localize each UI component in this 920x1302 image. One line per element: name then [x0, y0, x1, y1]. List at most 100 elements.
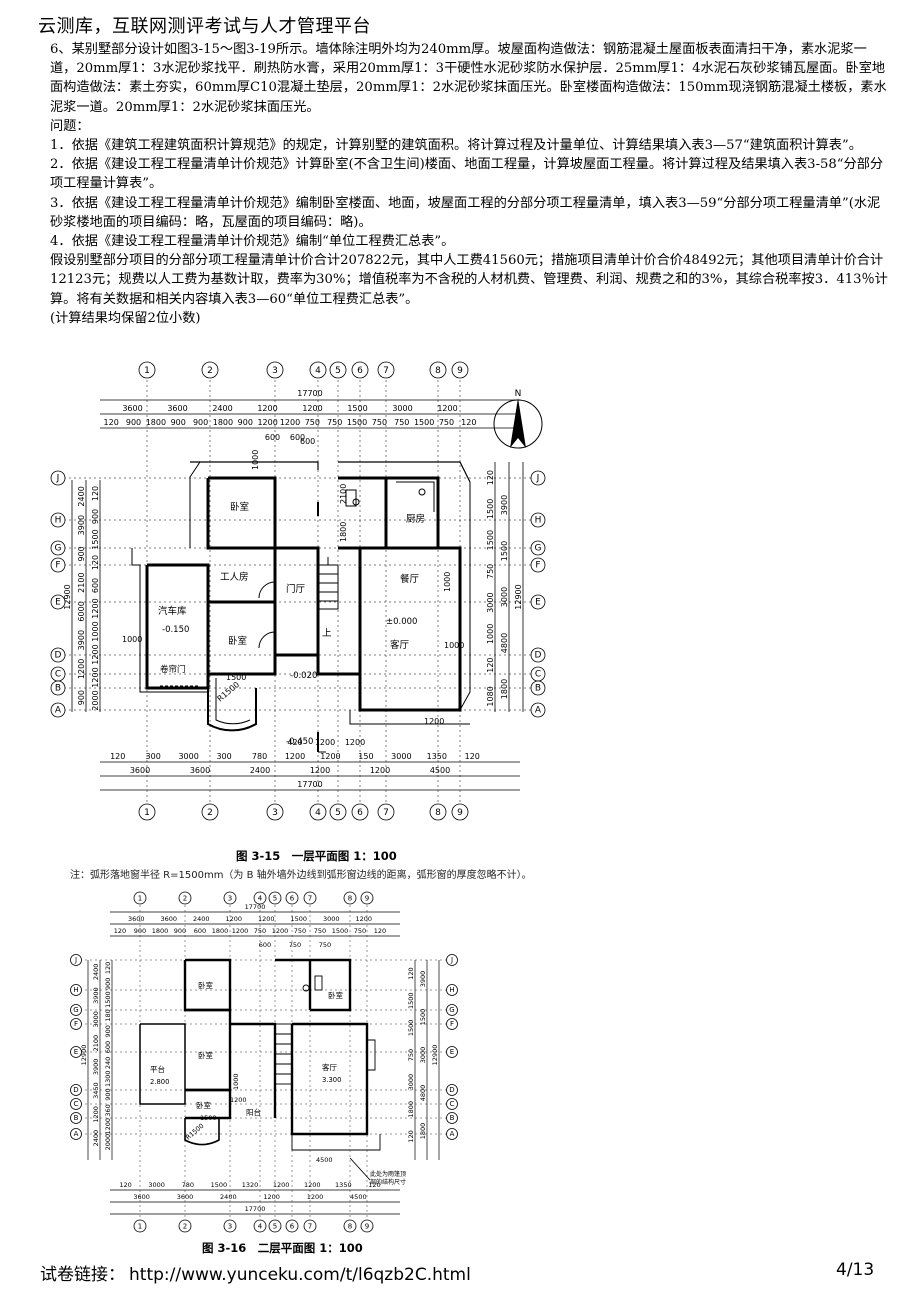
axis-right-label-marker — [530, 680, 546, 696]
dim-top-row2: 900 — [193, 418, 208, 427]
axis-right-label: J — [536, 474, 540, 484]
dim2-top-row1: 2400 — [193, 915, 210, 923]
axis-right-label-marker — [530, 594, 546, 610]
dim-top-row2: 750 — [327, 418, 342, 427]
dim2-right-inner: 120 — [407, 1130, 415, 1142]
annotation-line-2: 部的结构尺寸 — [370, 1178, 406, 1186]
question-assumption: 假设别墅部分项目的分部分项工程量清单计价合计207822元，其中人工费41560… — [50, 253, 888, 307]
dim2-top-row2: 1500 — [332, 927, 349, 935]
axis-right-label-marker — [530, 512, 546, 528]
axis-top-label-marker — [201, 361, 219, 379]
dim-text: 1000 — [251, 450, 260, 470]
dim-bottom-row1: 300 — [216, 752, 231, 761]
axis-top-label: 7 — [383, 366, 389, 376]
dim-right-inner: 120 — [486, 470, 495, 485]
dim-bottom-row2: 2400 — [250, 766, 270, 775]
dim-text: 1500 — [226, 673, 246, 682]
axis-top-label-marker — [309, 361, 327, 379]
dim-text: 1000 — [444, 641, 464, 650]
axis2-right-label-marker — [446, 1098, 458, 1110]
axis2-bottom-label-marker — [178, 1219, 192, 1233]
footer-exam-link[interactable]: 试卷链接：http://www.yunceku.com/t/l6qzb2C.ht… — [40, 1260, 471, 1285]
axis-left-label: F — [55, 561, 60, 571]
axis-right-label-marker — [530, 470, 546, 486]
dim-right-mid: 1800 — [500, 679, 509, 699]
axis2-right-label: F — [450, 1020, 454, 1028]
question-label: 问题： — [50, 118, 90, 134]
axis-bottom-label-marker — [429, 803, 447, 821]
axis2-right-label-marker — [446, 1004, 458, 1016]
axis2-left-label-marker — [70, 984, 82, 996]
axis-top-label-marker — [429, 361, 447, 379]
dim-left-inner: 1000 — [91, 621, 100, 641]
dim-top-row2: 1800 — [146, 418, 166, 427]
dim2-top-row2: 600 — [194, 927, 206, 935]
axis-top-label: 2 — [207, 366, 213, 376]
axis-bottom-label-marker — [377, 803, 395, 821]
dim2-right-inner: 1500 — [407, 1020, 415, 1037]
axis-left-label: A — [55, 706, 62, 716]
axis-top-label-marker — [451, 361, 469, 379]
axis2-left-label-marker — [70, 1004, 82, 1016]
level-outside: -0.450 — [286, 737, 313, 747]
dim-left-inner: 1200 — [91, 644, 100, 664]
axis2-left-label-marker — [70, 954, 82, 966]
dim-left-inner: 120 — [91, 555, 100, 570]
axis-right-label: D — [535, 651, 542, 661]
axis2-bottom-label-marker — [268, 1219, 282, 1233]
axis-left-label-marker — [50, 470, 66, 486]
axis-bottom-label-marker — [201, 803, 219, 821]
footer-link-url[interactable]: http://www.yunceku.com/t/l6qzb2C.html — [129, 1265, 471, 1285]
dim-text: 1000 — [443, 572, 452, 592]
axis2-bottom-label-marker — [360, 1219, 374, 1233]
stair-up-label: 上 — [322, 628, 332, 639]
axis2-bottom-label-marker — [253, 1219, 267, 1233]
level-main: ±0.000 — [386, 617, 417, 627]
room2-terrace: 平台 — [150, 1064, 165, 1074]
axis-right-label: C — [535, 670, 541, 680]
axis-right-label-marker — [530, 540, 546, 556]
question-item-3: 3．依据《建设工程工程量清单计价规范》编制卧室楼面、地面，坡屋面工程的分部分项工… — [50, 195, 881, 230]
dim2-top-row2: 900 — [174, 927, 186, 935]
room2-living: 客厅 — [322, 1062, 337, 1072]
page-header-title: 云测库，互联网测评考试与人才管理平台 — [38, 16, 371, 37]
axis2-bottom-label: 2 — [183, 1222, 187, 1230]
axis-bottom-label-marker — [138, 803, 156, 821]
dim-text: 4500 — [316, 1156, 333, 1164]
dim-text: 1000 — [122, 635, 142, 644]
dim-right-inner: 1080 — [486, 686, 495, 706]
axis2-right-label: G — [449, 1006, 454, 1014]
axis-bottom-label-marker — [351, 803, 369, 821]
axis2-top-label-marker — [268, 891, 282, 905]
dim-top-row1: 1200 — [437, 404, 457, 413]
axis-left-label-marker — [50, 702, 66, 718]
dim-right-inner: 3000 — [486, 592, 495, 612]
axis-bottom-label-marker — [266, 803, 284, 821]
living-level: 3.300 — [322, 1076, 341, 1084]
axis-right-label: E — [535, 598, 541, 608]
axis2-top-label: 1 — [138, 894, 142, 902]
dim-text: 2100 — [339, 484, 348, 504]
dim-bottom-misc: 1200 — [345, 738, 365, 747]
dim2-top-row2: 900 — [134, 927, 146, 935]
dim-total-bottom: 17700 — [297, 780, 322, 789]
axis-left-label-marker — [50, 512, 66, 528]
axis2-top-label: 6 — [290, 894, 295, 902]
dim-bottom-row1: 780 — [252, 752, 267, 761]
axis-left-label: J — [56, 474, 60, 484]
axis2-right-label-marker — [446, 1112, 458, 1124]
dim-bottom-row1: 3000 — [178, 752, 198, 761]
dim2-bottom-row1: 1320 — [242, 1181, 259, 1189]
axis2-left-label-marker — [70, 1128, 82, 1140]
dim-text: 1200 — [230, 1096, 247, 1104]
axis2-bottom-label-marker — [133, 1219, 147, 1233]
dim-left-inner: 900 — [91, 509, 100, 524]
axis2-top-label: 2 — [183, 894, 187, 902]
axis-top-label-marker — [138, 361, 156, 379]
axis-right-label: G — [535, 544, 542, 554]
dim-top-row2: 750 — [439, 418, 454, 427]
dim2-left-outer: 12900 — [80, 1045, 88, 1066]
axis-bottom-label: 3 — [272, 808, 278, 818]
room2-balcony: 阳台 — [246, 1107, 261, 1117]
dim-right-outer: 12900 — [514, 584, 523, 609]
